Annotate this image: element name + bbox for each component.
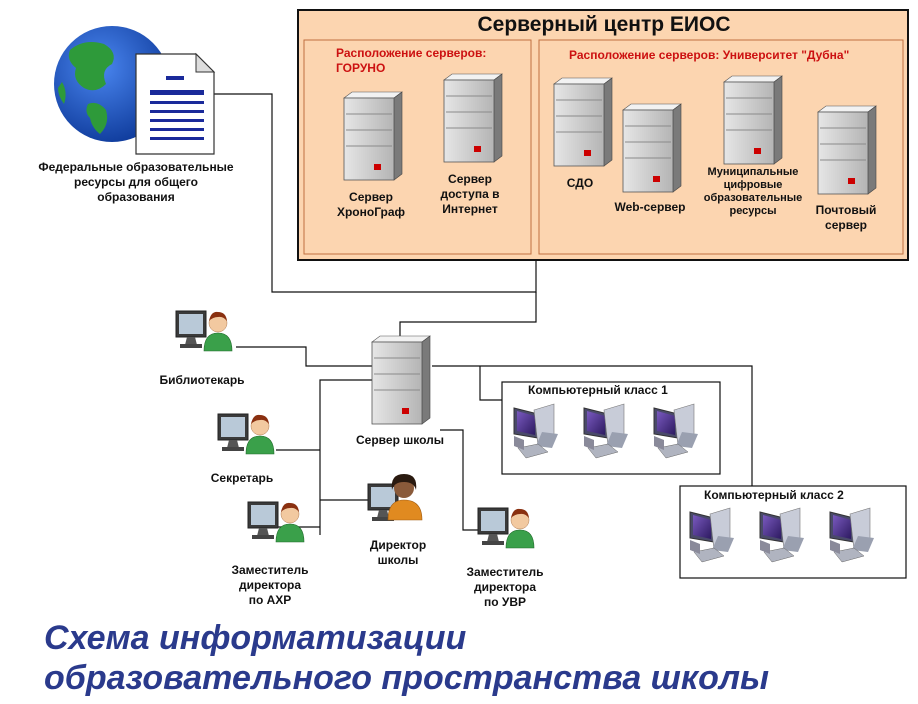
goruno-panel-title-1: Расположение серверов: [336, 46, 487, 60]
document-icon [135, 52, 216, 155]
school-server-icon [371, 335, 431, 425]
librarian-icon [175, 310, 233, 352]
university-panel-title: Расположение серверов: Университет "Дубн… [569, 48, 850, 62]
server-sdo-label: СДО [566, 176, 594, 190]
deputy-uvr-icon [477, 507, 535, 549]
librarian-label: Библиотекарь [159, 373, 245, 387]
computer-class-2-title: Компьютерный класс 2 [704, 488, 844, 502]
goruno-panel [303, 39, 532, 255]
server-internet-icon [443, 73, 503, 163]
deputy-ahr-icon [247, 501, 305, 543]
server-municipal-icon [723, 75, 783, 165]
server-center-title: Серверный центр ЕИОС [477, 13, 731, 36]
university-panel [538, 39, 904, 255]
secretary-label: Секретарь [210, 471, 274, 485]
server-chronograph-icon [343, 91, 403, 181]
goruno-panel-title-2: ГОРУНО [336, 61, 386, 75]
school-server-label: Сервер школы [356, 433, 444, 447]
diagram-caption-line-2: образовательного пространства школы [44, 659, 770, 697]
server-sdo-icon [553, 77, 613, 167]
server-web-label: Web-сервер [614, 200, 686, 214]
server-mail-icon [817, 105, 877, 195]
director-icon [367, 474, 423, 521]
computer-class-1-title: Компьютерный класс 1 [528, 383, 668, 397]
diagram-caption-line-1: Схема информатизации [44, 619, 467, 657]
server-web-icon [622, 103, 682, 193]
secretary-icon [217, 413, 275, 455]
